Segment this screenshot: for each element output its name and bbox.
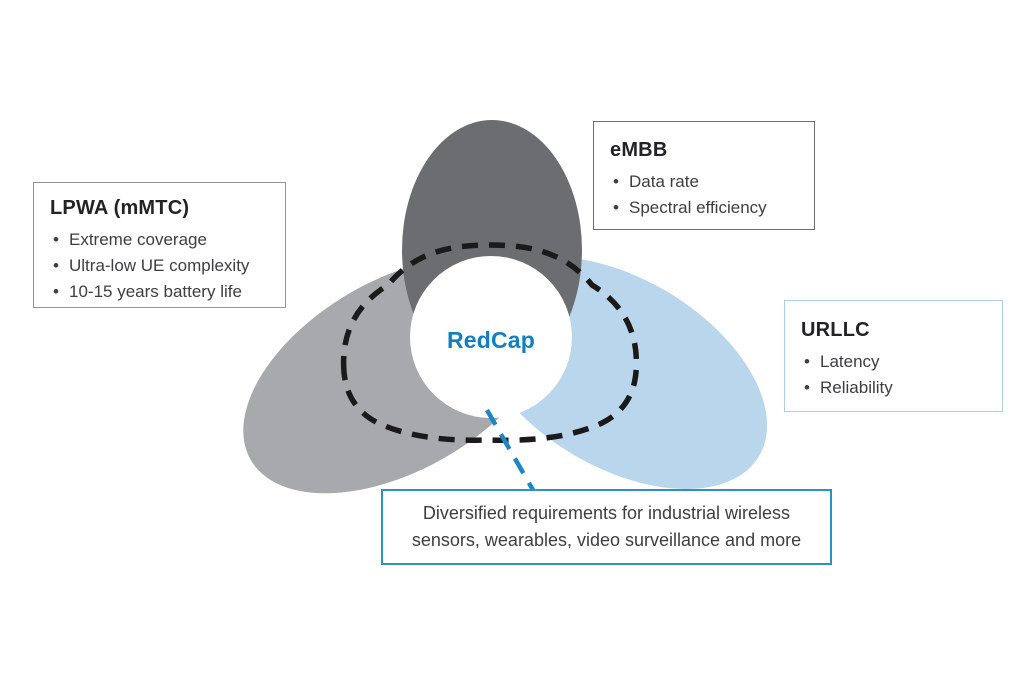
urllc-box: URLLC LatencyReliability [784, 300, 1003, 412]
bullet-item: Latency [801, 349, 986, 375]
redcap-label: RedCap [446, 326, 536, 353]
bullet-item: Spectral efficiency [610, 195, 798, 221]
urllc-title: URLLC [801, 319, 870, 341]
note-line-1: Diversified requirements for industrial … [422, 503, 791, 523]
redcap-boundary-dashed [340, 242, 640, 443]
note-line-2: sensors, wearables, video surveillance a… [411, 530, 802, 550]
bullet-item: Ultra-low UE complexity [50, 253, 269, 279]
bullet-item: Reliability [801, 375, 986, 401]
embb-box: eMBB Data rateSpectral efficiency [593, 121, 815, 230]
note-box: Diversified requirements for industrial … [381, 489, 832, 565]
embb-bullet-list: Data rateSpectral efficiency [610, 169, 798, 221]
bullet-item: 10-15 years battery life [50, 279, 269, 305]
bullet-item: Extreme coverage [50, 227, 269, 253]
lpwa-mmtc-box: LPWA (mMTC) Extreme coverageUltra-low UE… [33, 182, 286, 308]
connector-dashed-line [485, 408, 535, 492]
lpwa-mmtc-title: LPWA (mMTC) [50, 197, 190, 219]
embb-title: eMBB [610, 139, 668, 161]
lpwa-mmtc-bullet-list: Extreme coverageUltra-low UE complexity1… [50, 227, 269, 305]
redcap-circle [410, 256, 572, 418]
urllc-bullet-list: LatencyReliability [801, 349, 986, 401]
bullet-item: Data rate [610, 169, 798, 195]
